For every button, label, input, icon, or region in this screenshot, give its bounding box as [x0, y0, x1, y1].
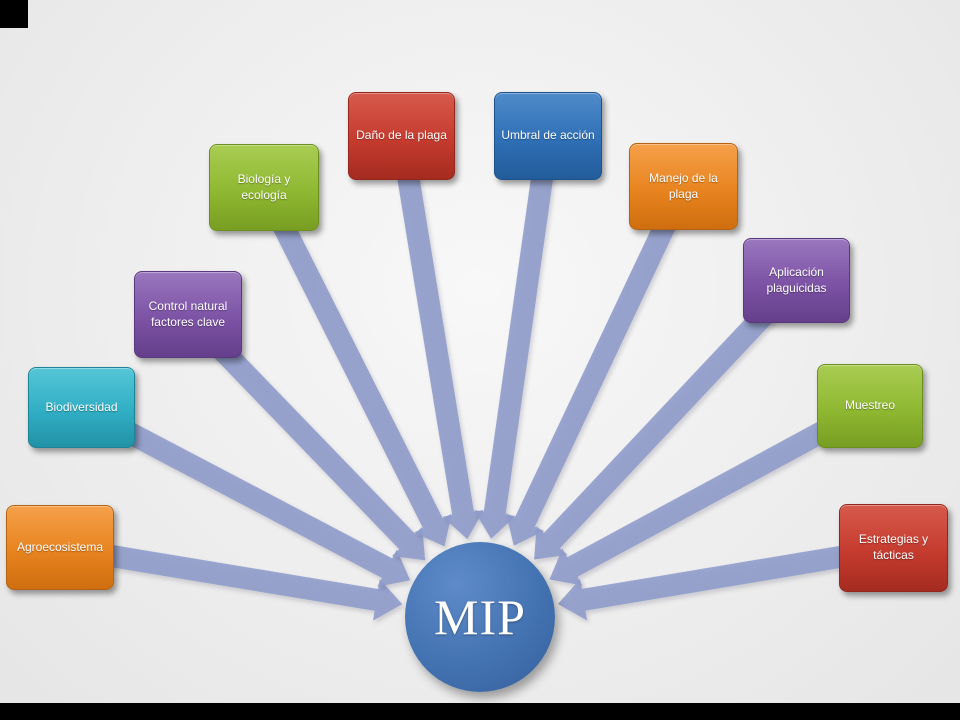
arrow-dano-plaga [390, 134, 484, 539]
arrow-control-natural [180, 306, 426, 561]
center-node-label: MIP [434, 589, 526, 645]
arrow-agroecosistema [58, 536, 403, 621]
node-label: Muestreo [844, 398, 896, 413]
node-biologia-ecologia: Biología y ecología [209, 144, 319, 231]
arrow-biologia-ecologia [254, 182, 452, 547]
node-label: Biodiversidad [45, 399, 118, 414]
arrow-manejo-plaga [505, 181, 694, 546]
node-muestreo: Muestreo [817, 364, 923, 448]
node-label: Agroecosistema [16, 539, 104, 554]
arrow-aplicacion-plaguicidas [534, 273, 805, 560]
arrow-biodiversidad [76, 397, 411, 587]
node-label: Daño de la plaga [356, 128, 447, 143]
arrow-umbral-accion [473, 134, 559, 539]
arrow-muestreo [549, 396, 876, 586]
node-biodiversidad: Biodiversidad [28, 367, 135, 448]
corner-top-left-black [0, 0, 28, 28]
node-aplicacion-plaguicidas: Aplicación plaguicidas [743, 238, 850, 323]
node-label: Manejo de la plaga [649, 170, 718, 201]
node-label: Estrategias y tácticas [858, 532, 929, 562]
letterbox-bottom [0, 703, 960, 720]
center-node: MIP [405, 542, 555, 692]
arrow-estrategias-tacticas [557, 537, 896, 621]
node-manejo-plaga: Manejo de la plaga [629, 143, 738, 230]
node-label: Control natural factores clave [148, 298, 228, 329]
node-label: Umbral de acción [501, 128, 595, 143]
node-label: Biología y ecología [237, 171, 291, 202]
node-agroecosistema: Agroecosistema [6, 505, 114, 590]
node-estrategias-tacticas: Estrategias y tácticas [839, 504, 948, 592]
node-control-natural: Control natural factores clave [134, 271, 242, 358]
node-label: Aplicación plaguicidas [766, 264, 827, 295]
node-dano-plaga: Daño de la plaga [348, 92, 455, 180]
node-umbral-accion: Umbral de acción [494, 92, 602, 180]
